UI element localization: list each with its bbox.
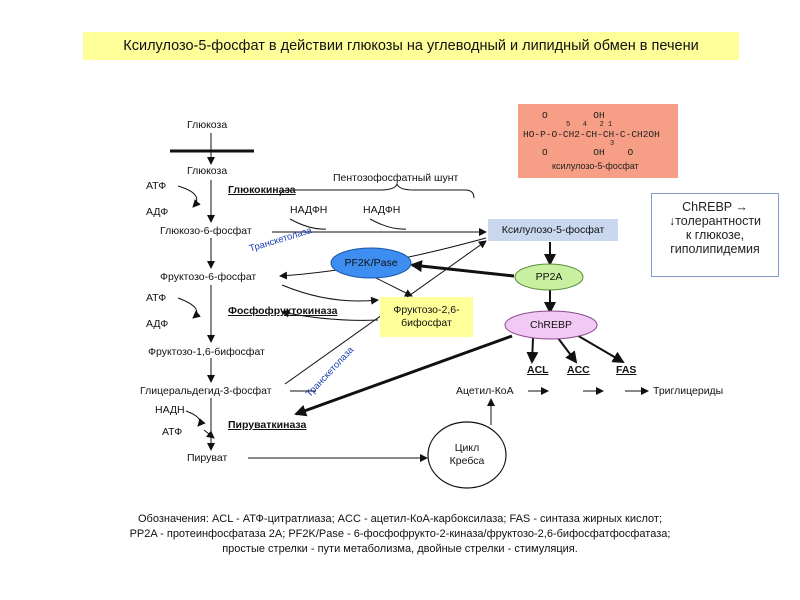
chrebp-effect-box: ChREBP → ↓толерантности к глюкозе, гипол… (651, 193, 779, 277)
g3p-label: Глицеральдегид-3-фосфат (140, 385, 272, 397)
legend-line: PP2A - протеинфосфатаза 2A; PF2K/Pase - … (129, 528, 671, 540)
pp2a-ellipse (514, 263, 584, 291)
glucose-outer-label: Глюкоза (187, 119, 228, 131)
effect-line: ChREBP → (682, 200, 748, 214)
krebs-line: Кребса (449, 455, 485, 467)
xylulose-formula: O OH 5 4 2 1 HO-P-O-CH2-CH-CH-C-CH2OH 3 … (518, 104, 678, 178)
acetyl-coa-label: Ацетил-КоА (456, 385, 514, 397)
formula-row: HO-P-O-CH2-CH-CH-C-CH2OH (523, 129, 660, 140)
chrebp-ellipse (504, 310, 598, 340)
pf2k-label: PF2K/Pase (344, 257, 398, 269)
adp-label: АДФ (146, 318, 169, 330)
triglycerides-label: Триглицериды (653, 385, 724, 397)
nadh-label: НАДН (155, 404, 185, 416)
pyruvate-label: Пируват (187, 452, 228, 464)
krebs-cycle-circle (427, 421, 507, 489)
formula-caption: ксилулозо-5-фосфат (552, 161, 639, 171)
pp2a-label: PP2A (535, 271, 563, 283)
atp-label: АТФ (146, 292, 167, 304)
glucokinase-label: Глюкокиназа (228, 184, 296, 196)
effect-line: к глюкозе, (685, 228, 745, 242)
f6p-label: Фруктозо-6-фосфат (160, 271, 257, 283)
adp-label: АДФ (146, 206, 169, 218)
acc-label: ACC (567, 364, 590, 376)
f26bp-line: Фруктозо-2,6- (393, 304, 460, 316)
pfk-label: Фосфофруктокиназа (228, 305, 338, 317)
atp-label: АТФ (146, 180, 167, 192)
effect-line: ↓толерантности (668, 214, 762, 228)
effect-line: гиполипидемия (670, 242, 760, 256)
formula-numbers: 5 4 2 1 (566, 121, 613, 129)
chrebp-label: ChREBP (529, 319, 572, 331)
acl-label: ACL (527, 364, 549, 376)
page-title: Ксилулозо-5-фосфат в действии глюкозы на… (83, 32, 739, 60)
fas-label: FAS (616, 364, 637, 376)
f26bp-node: Фруктозо-2,6- бифосфат (380, 297, 473, 337)
pyruvate-kinase-label: Пируваткиназа (228, 419, 307, 431)
g6p-label: Глюкозо-6-фосфат (160, 225, 252, 237)
atp-label: АТФ (162, 426, 183, 438)
krebs-line: Цикл (454, 442, 480, 454)
krebs-label: Цикл Кребса (436, 438, 498, 472)
legend-line: простые стрелки - пути метаболизма, двой… (222, 543, 578, 555)
formula-row: O OH O (542, 147, 634, 158)
formula-numbers: 3 (610, 140, 615, 148)
glucose-inner-label: Глюкоза (187, 165, 228, 177)
nadph-label: НАДФН (290, 204, 328, 216)
legend-line: Обозначения: ACL - АТФ-цитратлиаза; ACC … (137, 513, 663, 525)
f16bp-label: Фруктозо-1,6-бифосфат (148, 346, 265, 358)
pentose-shunt-label: Пентозофосфатный шунт (333, 172, 459, 184)
nadph-label: НАДФН (363, 204, 401, 216)
f26bp-line: бифосфат (401, 317, 452, 329)
formula-row: O OH (542, 110, 605, 121)
pf2k-ellipse (330, 247, 412, 279)
xylulose-node: Ксилулозо-5-фосфат (488, 219, 618, 241)
legend: Обозначения: ACL - АТФ-цитратлиаза; ACC … (40, 512, 760, 557)
